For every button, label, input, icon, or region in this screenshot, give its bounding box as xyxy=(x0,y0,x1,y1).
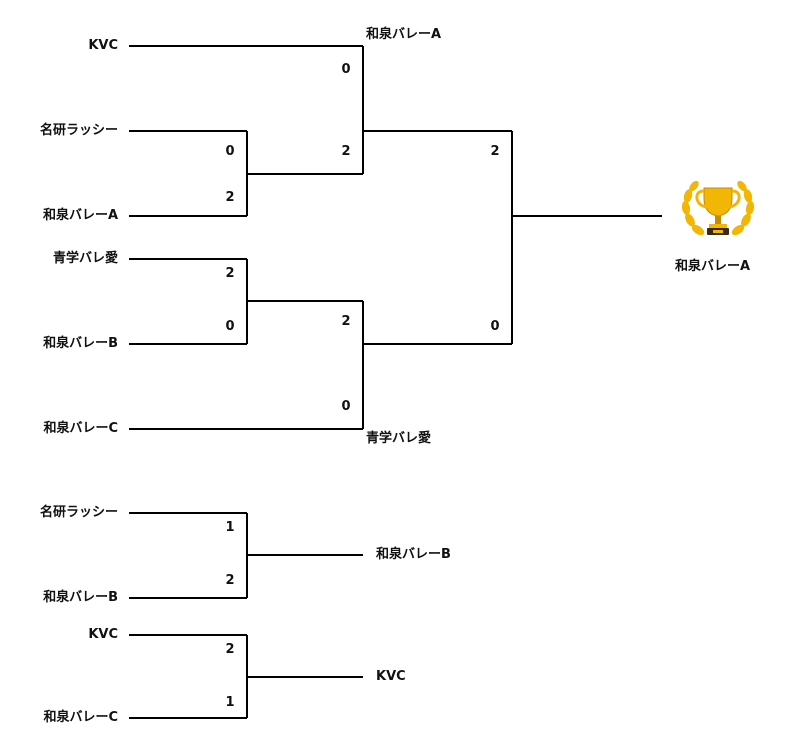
score: 2 xyxy=(225,642,235,657)
team-label: 名研ラッシー xyxy=(39,123,118,138)
team-label: KVC xyxy=(88,38,118,53)
score: 2 xyxy=(341,144,351,159)
team-label: 和泉バレーB xyxy=(43,336,118,351)
score: 1 xyxy=(225,520,235,535)
team-label: 和泉バレーB xyxy=(43,590,118,605)
score: 2 xyxy=(225,266,235,281)
score: 0 xyxy=(225,319,235,334)
team-label: 和泉バレーC xyxy=(43,710,118,725)
score: 2 xyxy=(225,573,235,588)
match-winner-label: 和泉バレーB xyxy=(376,547,451,562)
score: 0 xyxy=(225,144,235,159)
match-winner-label: KVC xyxy=(376,669,406,684)
team-label: 青学バレ愛 xyxy=(52,251,118,266)
score: 0 xyxy=(490,319,500,334)
team-label: 和泉バレーC xyxy=(43,421,118,436)
score: 0 xyxy=(341,62,351,77)
champion-label: 和泉バレーA xyxy=(675,259,751,274)
team-label: 和泉バレーA xyxy=(42,208,118,223)
score: 2 xyxy=(341,314,351,329)
semi-winner-label: 青学バレ愛 xyxy=(366,431,432,446)
score: 0 xyxy=(341,399,351,414)
semi-winner-label: 和泉バレーA xyxy=(366,27,442,42)
score: 2 xyxy=(490,144,500,159)
team-label: KVC xyxy=(88,627,118,642)
team-label: 名研ラッシー xyxy=(39,505,118,520)
score: 2 xyxy=(225,190,235,205)
score: 1 xyxy=(225,695,235,710)
trophy-icon xyxy=(681,180,755,236)
